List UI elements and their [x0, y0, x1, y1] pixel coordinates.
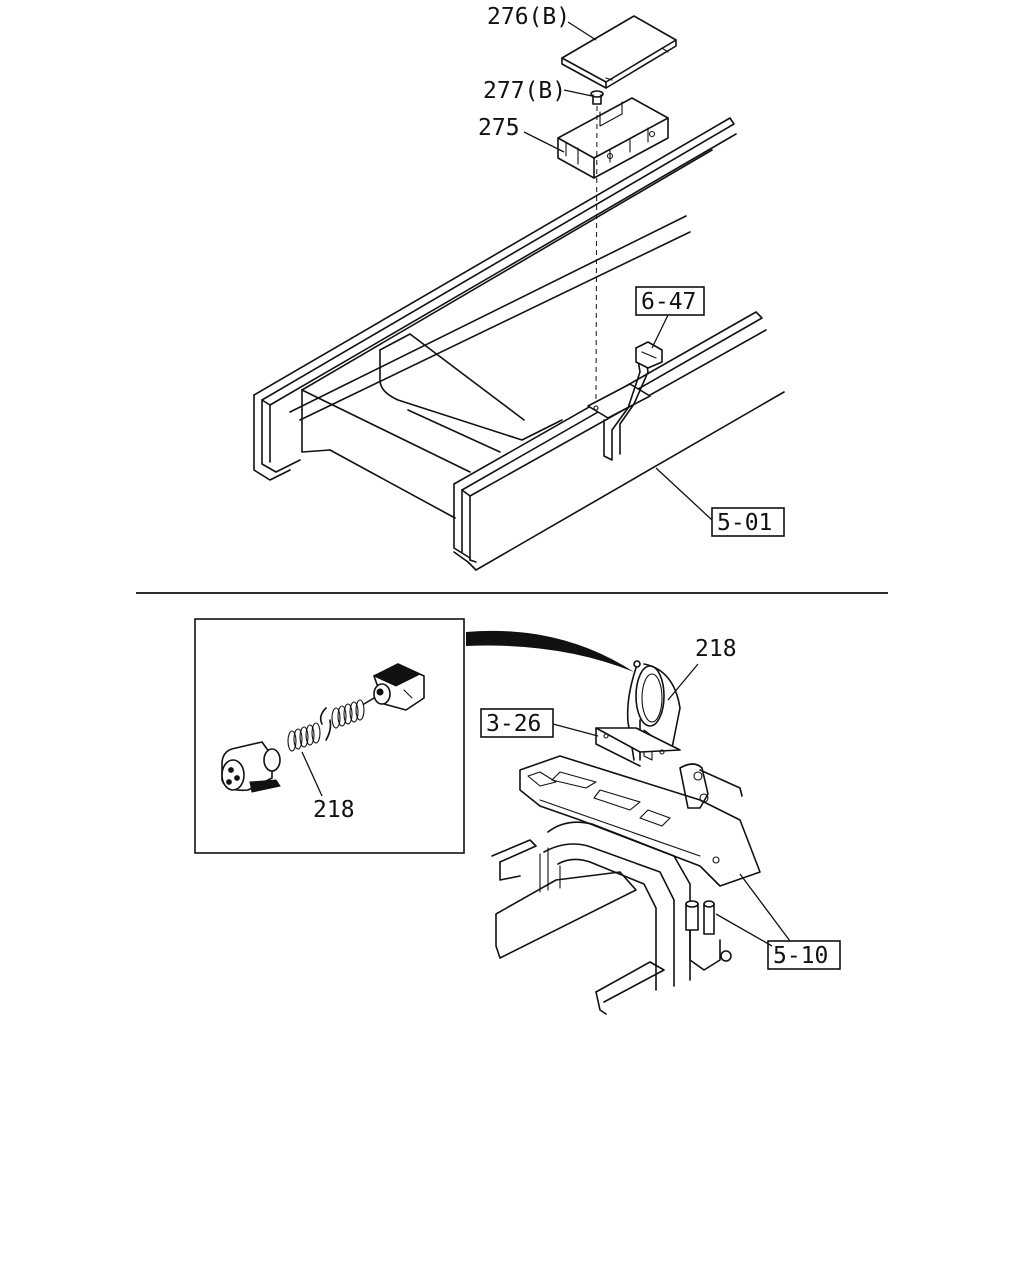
callout-275: 275	[478, 115, 565, 153]
bracket-275	[557, 97, 669, 179]
plug-connector-icon	[372, 663, 425, 711]
detail-pointer-arrow	[466, 630, 634, 672]
label-218-main: 218	[695, 636, 737, 662]
callout-277: 277(B)	[483, 78, 593, 104]
label-5-01: 5-01	[717, 510, 772, 536]
box-3-26	[480, 708, 554, 738]
label-218-inset: 218	[313, 797, 355, 823]
coil-cable-218	[287, 697, 375, 752]
bracket-3-26	[595, 727, 743, 809]
callout-5-01: 5-01	[655, 467, 785, 537]
cross-member-5-10	[491, 755, 761, 1015]
socket-connector-icon	[221, 741, 281, 793]
callout-276: 276(B)	[487, 4, 597, 41]
callout-218-main: 218	[667, 636, 737, 701]
callout-3-26: 3-26	[480, 708, 599, 738]
box-5-10	[767, 940, 841, 970]
screw-277	[590, 90, 604, 105]
cover-plate-276	[561, 15, 677, 89]
detail-inset: 218	[194, 618, 465, 854]
box-6-47	[635, 286, 705, 316]
label-276: 276(B)	[487, 4, 570, 30]
inset-frame	[194, 618, 465, 854]
callout-6-47: 6-47	[635, 286, 705, 349]
chassis-frame	[253, 117, 785, 571]
box-5-01	[711, 507, 785, 537]
label-5-10: 5-10	[773, 943, 828, 969]
callout-5-10: 5-10	[715, 873, 841, 970]
label-3-26: 3-26	[486, 711, 541, 737]
label-6-47: 6-47	[641, 289, 696, 315]
label-277: 277(B)	[483, 78, 566, 104]
harness-6-47	[587, 341, 663, 461]
label-275: 275	[478, 115, 520, 141]
